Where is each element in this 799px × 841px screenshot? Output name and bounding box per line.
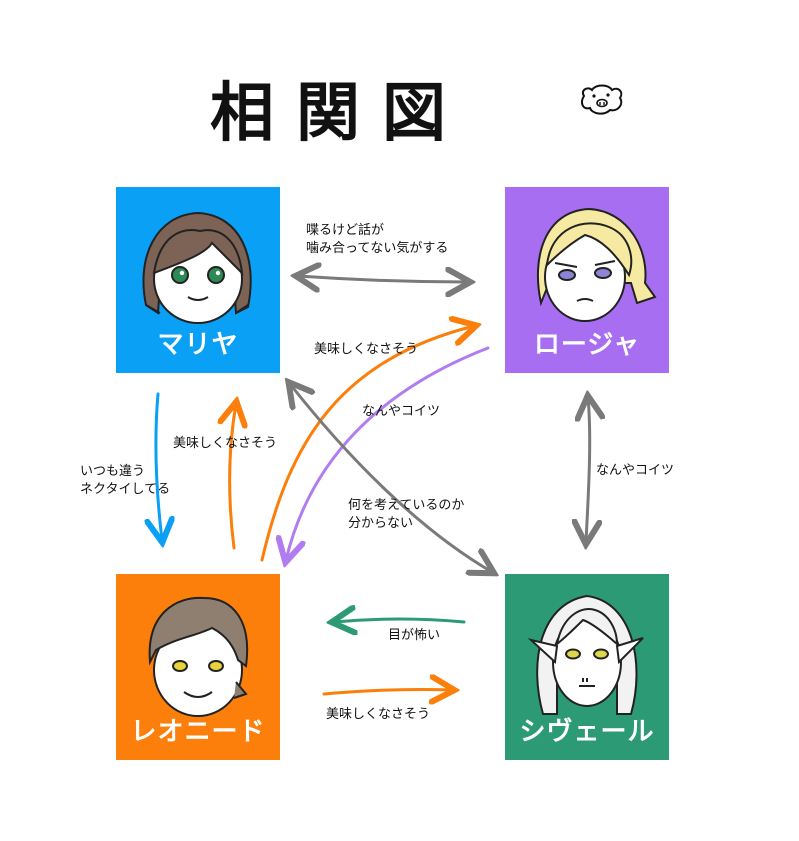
arrow-maria-sivel — [290, 384, 492, 572]
maria-portrait — [142, 211, 252, 324]
pig-doodle-icon — [581, 84, 623, 115]
label-maria-leonid: いつも違う ネクタイしてる — [80, 463, 170, 499]
label-maria-leonid-line1: いつも違う — [80, 464, 146, 479]
label-maria-rosha-line2: 噛み合ってない気がする — [306, 241, 449, 256]
label-maria-sivel-line2: 分からない — [348, 516, 414, 531]
leonid-portrait — [148, 596, 249, 717]
arrow-leonid-sivel — [322, 690, 452, 695]
label-maria-sivel-line1: 何を考えているのか — [348, 498, 465, 513]
label-rosha-leonid: なんやコイツ — [362, 404, 441, 419]
character-card-leonid: レオニード — [116, 574, 280, 760]
character-name-rosha: ロージャ — [533, 330, 641, 360]
arrow-sivel-leonid — [334, 619, 466, 622]
arrow-maria-rosha — [298, 276, 468, 282]
arrow-leonid-maria — [230, 404, 236, 550]
label-sivel-leonid: 目が怖い — [388, 628, 441, 643]
label-maria-rosha-line1: 喋るけど話が — [306, 223, 385, 238]
label-leonid-maria: 美味しくなさそう — [173, 436, 278, 451]
diagram-title: 相関図 — [210, 77, 468, 151]
sivel-portrait — [527, 594, 644, 715]
character-name-sivel: シヴェール — [519, 717, 655, 747]
label-rosha-sivel: なんやコイツ — [596, 463, 675, 478]
character-name-leonid: レオニード — [130, 717, 266, 747]
label-leonid-rosha: 美味しくなさそう — [314, 342, 419, 357]
arrow-rosha-sivel — [586, 398, 590, 542]
character-card-maria: マリヤ — [116, 187, 280, 373]
arrow-maria-leonid — [156, 392, 162, 540]
character-card-sivel: シヴェール — [505, 574, 669, 760]
label-maria-leonid-line2: ネクタイしてる — [80, 482, 171, 497]
character-card-rosha: ロージャ — [505, 187, 669, 373]
label-leonid-sivel: 美味しくなさそう — [326, 707, 431, 722]
rosha-portrait — [537, 207, 657, 322]
label-maria-sivel: 何を考えているのか 分からない — [348, 497, 464, 533]
label-maria-rosha: 喋るけど話が 噛み合ってない気がする — [306, 222, 448, 258]
character-name-maria: マリヤ — [157, 330, 239, 360]
